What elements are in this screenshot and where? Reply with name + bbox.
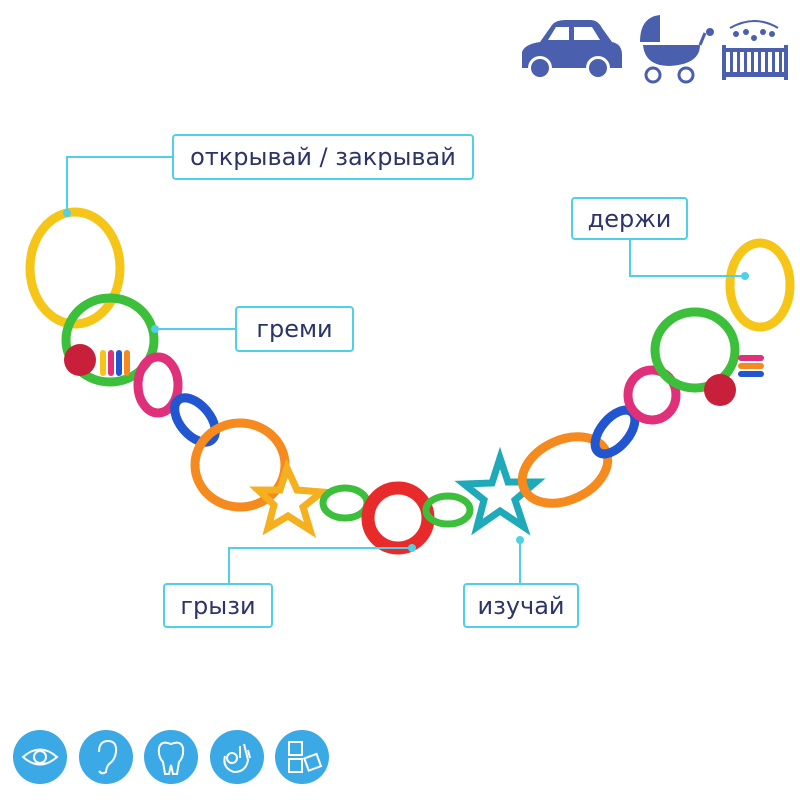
rattle-beads-left xyxy=(64,344,130,376)
label-chew: грызи xyxy=(163,583,273,628)
label-open-close: открывай / закрывай xyxy=(172,134,474,180)
ring-pink-right xyxy=(623,365,681,425)
ring-orange-right xyxy=(517,432,613,508)
ring-green-right xyxy=(650,307,740,393)
crib-icon xyxy=(722,20,788,80)
ring-green-left xyxy=(61,293,159,387)
ring-pink-left xyxy=(133,352,183,418)
hand-ok-icon xyxy=(210,730,264,784)
connector-lines xyxy=(66,156,745,583)
teether-red xyxy=(361,481,435,555)
stroller-icon xyxy=(640,15,714,84)
ear-icon xyxy=(79,730,133,784)
ring-orange-left xyxy=(190,418,290,512)
star-yellow xyxy=(249,458,332,539)
tooth-icon xyxy=(144,730,198,784)
ring-yellow-left xyxy=(25,207,125,329)
abc-blocks-icon xyxy=(275,730,329,784)
ring-blue-left xyxy=(170,393,220,447)
label-rattle: греми xyxy=(235,306,354,352)
ring-green-mid-right xyxy=(422,492,474,528)
ring-yellow-right xyxy=(725,238,795,332)
rattle-beads-right xyxy=(704,355,764,406)
label-explore: изучай xyxy=(463,583,579,628)
ring-green-mid-left xyxy=(319,484,371,522)
car-icon xyxy=(522,20,622,80)
label-hold: держи xyxy=(571,197,688,240)
eye-icon xyxy=(13,730,67,784)
